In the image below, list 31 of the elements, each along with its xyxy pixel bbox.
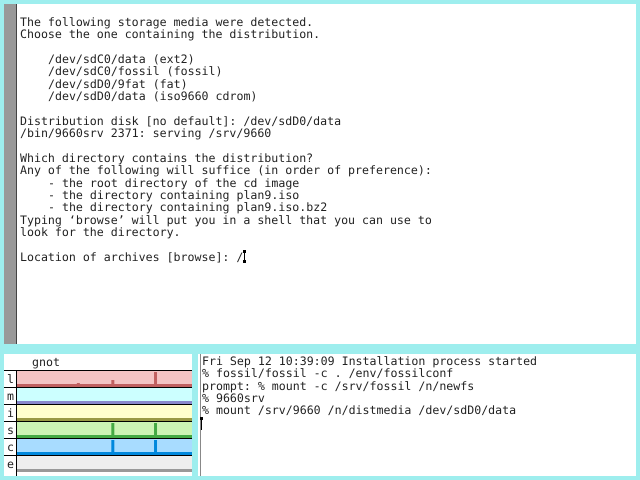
terminal-line: Location of archives [browse]: / <box>20 250 244 263</box>
terminal-line: Choose the one containing the distribution. <box>20 28 320 40</box>
terminal-line: look for the directory. <box>20 226 181 238</box>
stat-label: i <box>7 406 14 420</box>
stat-label: c <box>7 440 14 454</box>
terminal-line: Any of the following will suffice (in order of preference): <box>20 164 432 176</box>
terminal-line: /dev/sdC0/fossil (fossil) <box>48 65 223 78</box>
log-line: % mount /srv/9660 /n/distmedia /dev/sdD0/data <box>202 404 516 416</box>
stat-label: e <box>7 457 14 471</box>
log-window <box>198 354 636 476</box>
log-line: % 9660srv <box>202 392 265 404</box>
terminal-line: - the directory containing plan9.iso <box>48 188 300 201</box>
terminal-line: /dev/sdC0/data (ext2) <box>48 53 195 66</box>
stats-window <box>4 354 192 476</box>
stat-label: m <box>7 389 14 403</box>
terminal-line: /dev/sdD0/data (iso9660 cdrom) <box>48 90 258 102</box>
terminal-window <box>4 4 636 344</box>
terminal-line: - the root directory of the cd image <box>48 176 300 189</box>
terminal-line: Which directory contains the distribution? <box>20 152 314 164</box>
log-line: prompt: % mount -c /srv/fossil /n/newfs <box>202 380 474 392</box>
terminal-line: The following storage media were detected. <box>20 16 314 28</box>
log-line: Fri Sep 12 10:39:09 Installation process started <box>202 355 538 367</box>
stat-label: s <box>7 423 14 437</box>
terminal-line: /dev/sdD0/9fat (fat) <box>48 78 188 90</box>
terminal-line: Distribution disk [no default]: /dev/sdD0/data <box>20 114 342 127</box>
log-line: % fossil/fossil -c . /env/fossilconf <box>202 367 454 380</box>
terminal-line: Typing ‘browse’ will put you in a shell that you can use to <box>20 214 432 226</box>
terminal-line: /bin/9660srv 2371: serving /srv/9660 <box>20 127 272 140</box>
window-title: gnot <box>32 356 60 368</box>
terminal-line: - the directory containing plan9.iso.bz2 <box>48 201 328 214</box>
stat-label: l <box>7 372 14 386</box>
